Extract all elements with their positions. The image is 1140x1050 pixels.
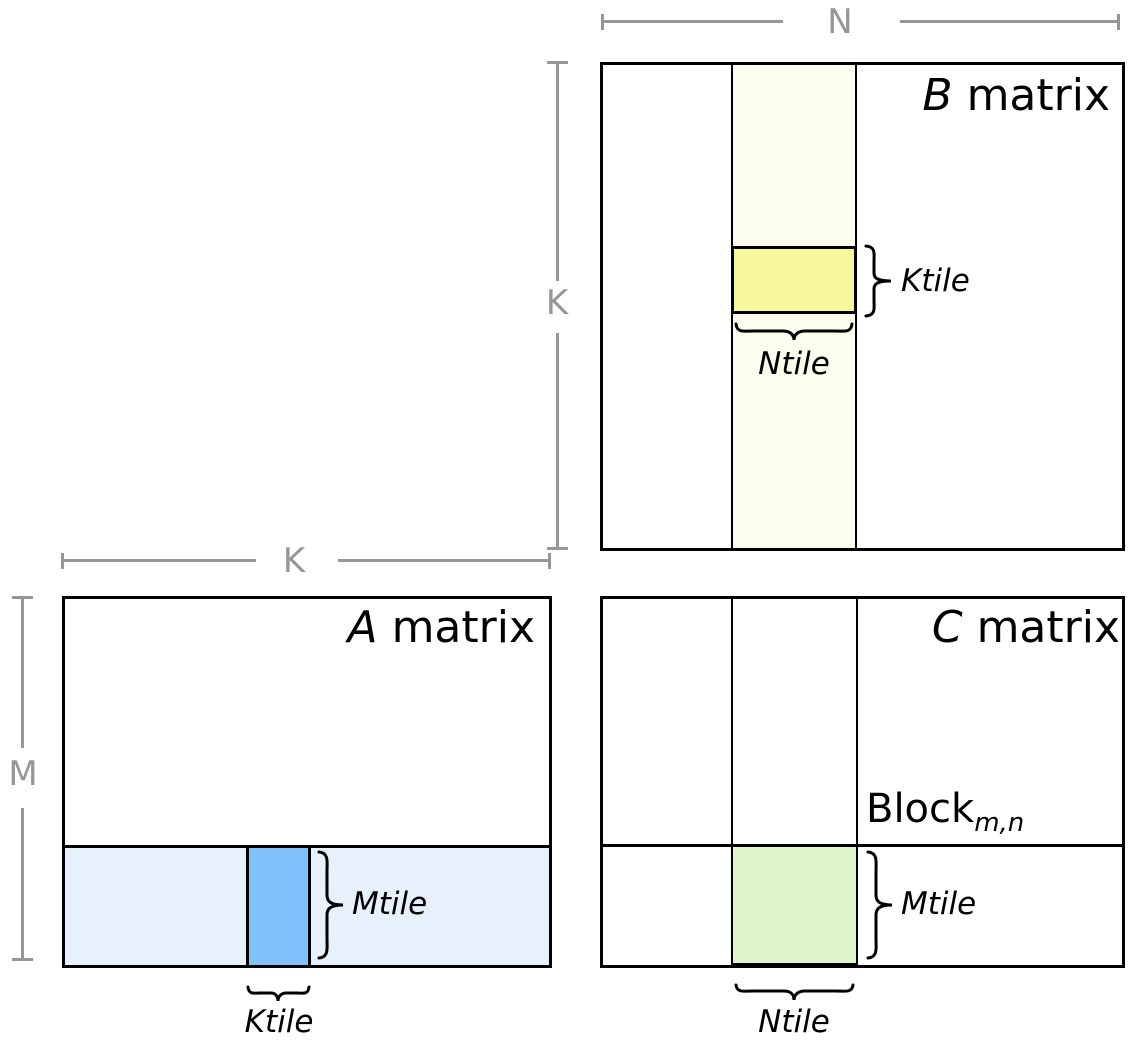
ktile-brace bbox=[862, 243, 896, 319]
ktile-underbrace bbox=[245, 983, 312, 1005]
dim-line-segment bbox=[338, 559, 551, 562]
a-ktile-label: Ktile bbox=[244, 1004, 314, 1040]
mtile-brace bbox=[864, 849, 896, 961]
block-mn-label: Blockm,n bbox=[866, 786, 1024, 838]
dim-tick bbox=[12, 958, 33, 961]
k-horizontal-dimension-label: K bbox=[282, 541, 306, 581]
dim-line-segment bbox=[21, 808, 24, 961]
a-mtile-label: Mtile bbox=[352, 886, 428, 922]
b-matrix-box bbox=[600, 62, 1125, 551]
b-matrix-letter: B bbox=[922, 70, 953, 121]
dim-line-segment bbox=[61, 559, 256, 562]
ntile-underbrace bbox=[733, 981, 856, 1003]
a-matrix-letter: A bbox=[347, 602, 378, 653]
c-matrix-title: C matrix bbox=[870, 602, 1120, 653]
right-curly-brace-icon bbox=[864, 244, 892, 318]
ntile-underbrace bbox=[733, 320, 855, 344]
right-curly-brace-icon bbox=[317, 850, 344, 960]
b-matrix-ktile-ntile-tile bbox=[731, 246, 857, 314]
c-matrix-letter: C bbox=[931, 602, 963, 653]
a-matrix-title: A matrix bbox=[280, 602, 535, 653]
dim-line-segment bbox=[556, 61, 559, 281]
n-dimension-label: N bbox=[827, 2, 853, 42]
dim-tick bbox=[1117, 14, 1120, 30]
a-matrix-word: matrix bbox=[377, 602, 535, 653]
dim-line-segment bbox=[21, 596, 24, 748]
c-ntile-label: Ntile bbox=[758, 1004, 830, 1040]
c-mtile-label: Mtile bbox=[901, 886, 977, 922]
right-curly-brace-icon bbox=[866, 850, 893, 960]
bottom-curly-brace-icon bbox=[734, 983, 855, 1001]
mtile-brace bbox=[315, 849, 347, 961]
a-matrix-mtile-ktile-tile bbox=[246, 845, 311, 968]
block-subscript: m,n bbox=[974, 808, 1025, 838]
c-matrix-grid-hline bbox=[603, 844, 1122, 847]
m-dimension-label: M bbox=[8, 754, 38, 794]
b-matrix-title: B matrix bbox=[860, 70, 1110, 121]
dim-tick bbox=[547, 547, 568, 550]
c-matrix-grid-vline bbox=[731, 599, 733, 965]
bottom-curly-brace-icon bbox=[246, 985, 311, 1002]
dim-line-segment bbox=[900, 20, 1119, 23]
block-word: Block bbox=[866, 786, 975, 832]
dim-tick bbox=[548, 553, 551, 569]
c-matrix-grid-vline bbox=[856, 599, 858, 965]
dim-line-segment bbox=[556, 333, 559, 550]
c-matrix-block-tile bbox=[731, 845, 858, 965]
b-ntile-label: Ntile bbox=[758, 346, 830, 382]
k-vertical-dimension-label: K bbox=[545, 283, 569, 323]
c-matrix-box bbox=[600, 596, 1125, 968]
b-matrix-word: matrix bbox=[952, 70, 1110, 121]
dim-line-segment bbox=[601, 20, 783, 23]
bottom-curly-brace-icon bbox=[734, 322, 854, 341]
b-ktile-label: Ktile bbox=[901, 263, 970, 299]
c-matrix-word: matrix bbox=[962, 602, 1120, 653]
